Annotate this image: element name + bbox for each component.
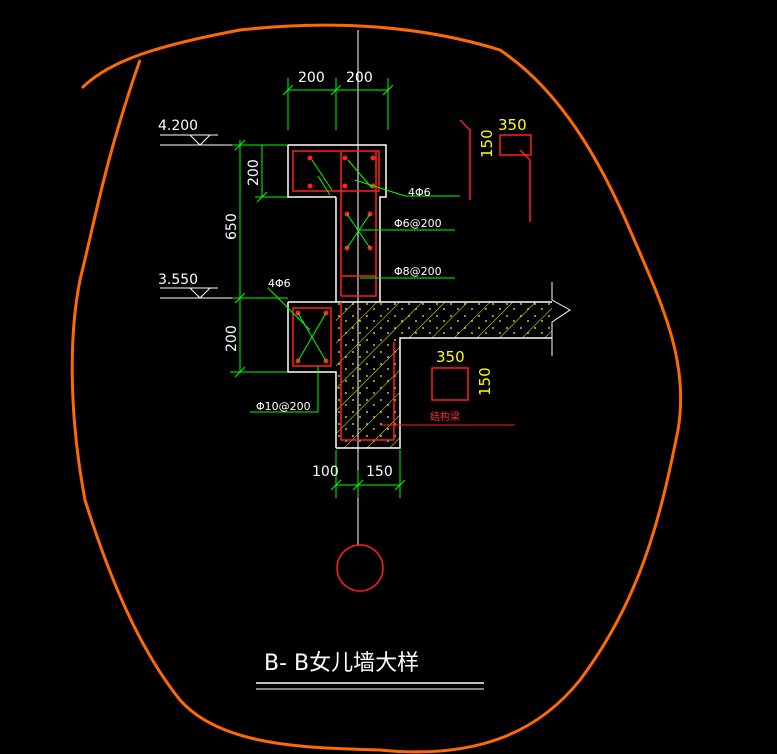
section-top-width: 350 (498, 116, 527, 134)
section-top-height: 150 (478, 129, 496, 158)
dim-left-bottom: 200 (224, 325, 240, 352)
lower-beam-cross (297, 312, 327, 362)
note-lower-stirrup: Φ10@200 (256, 400, 311, 413)
note-lower-bars: 4Φ6 (268, 277, 291, 290)
beam-section-width: 350 (436, 348, 465, 366)
top-cap-rebar (292, 150, 380, 297)
level-upper-label: 4.200 (158, 118, 198, 134)
dim-left-mid: 650 (224, 213, 240, 240)
level-mark-lower (160, 287, 232, 299)
axis-bubble (336, 544, 384, 592)
section-cut-marker (459, 119, 532, 222)
roof-slab (336, 282, 571, 449)
beam-label: 结构梁 (430, 410, 460, 423)
dim-top-right: 200 (346, 70, 373, 86)
lower-beam-rebar (292, 302, 395, 441)
left-dimension (230, 139, 290, 378)
dim-bottom-left: 100 (312, 464, 339, 480)
top-cap-cross (311, 159, 373, 249)
note-stirrup-mid: Φ8@200 (394, 265, 442, 278)
beam-section (431, 367, 469, 401)
dim-top-left: 200 (298, 70, 325, 86)
dim-bottom-right: 150 (366, 464, 393, 480)
beam-section-height: 150 (476, 367, 494, 396)
parapet-outline (287, 144, 387, 448)
revision-cloud (70, 23, 683, 754)
top-dimension (282, 78, 394, 130)
dim-left-top: 200 (246, 159, 262, 186)
level-lower-label: 3.550 (158, 272, 198, 288)
level-mark-upper (160, 134, 232, 146)
leaders (250, 175, 460, 413)
note-stirrup-top: Φ6@200 (394, 217, 442, 230)
bottom-dimension (330, 450, 406, 498)
drawing-title: B- B女儿墙大样 (264, 651, 419, 676)
note-top-bars: 4Φ6 (408, 186, 431, 199)
